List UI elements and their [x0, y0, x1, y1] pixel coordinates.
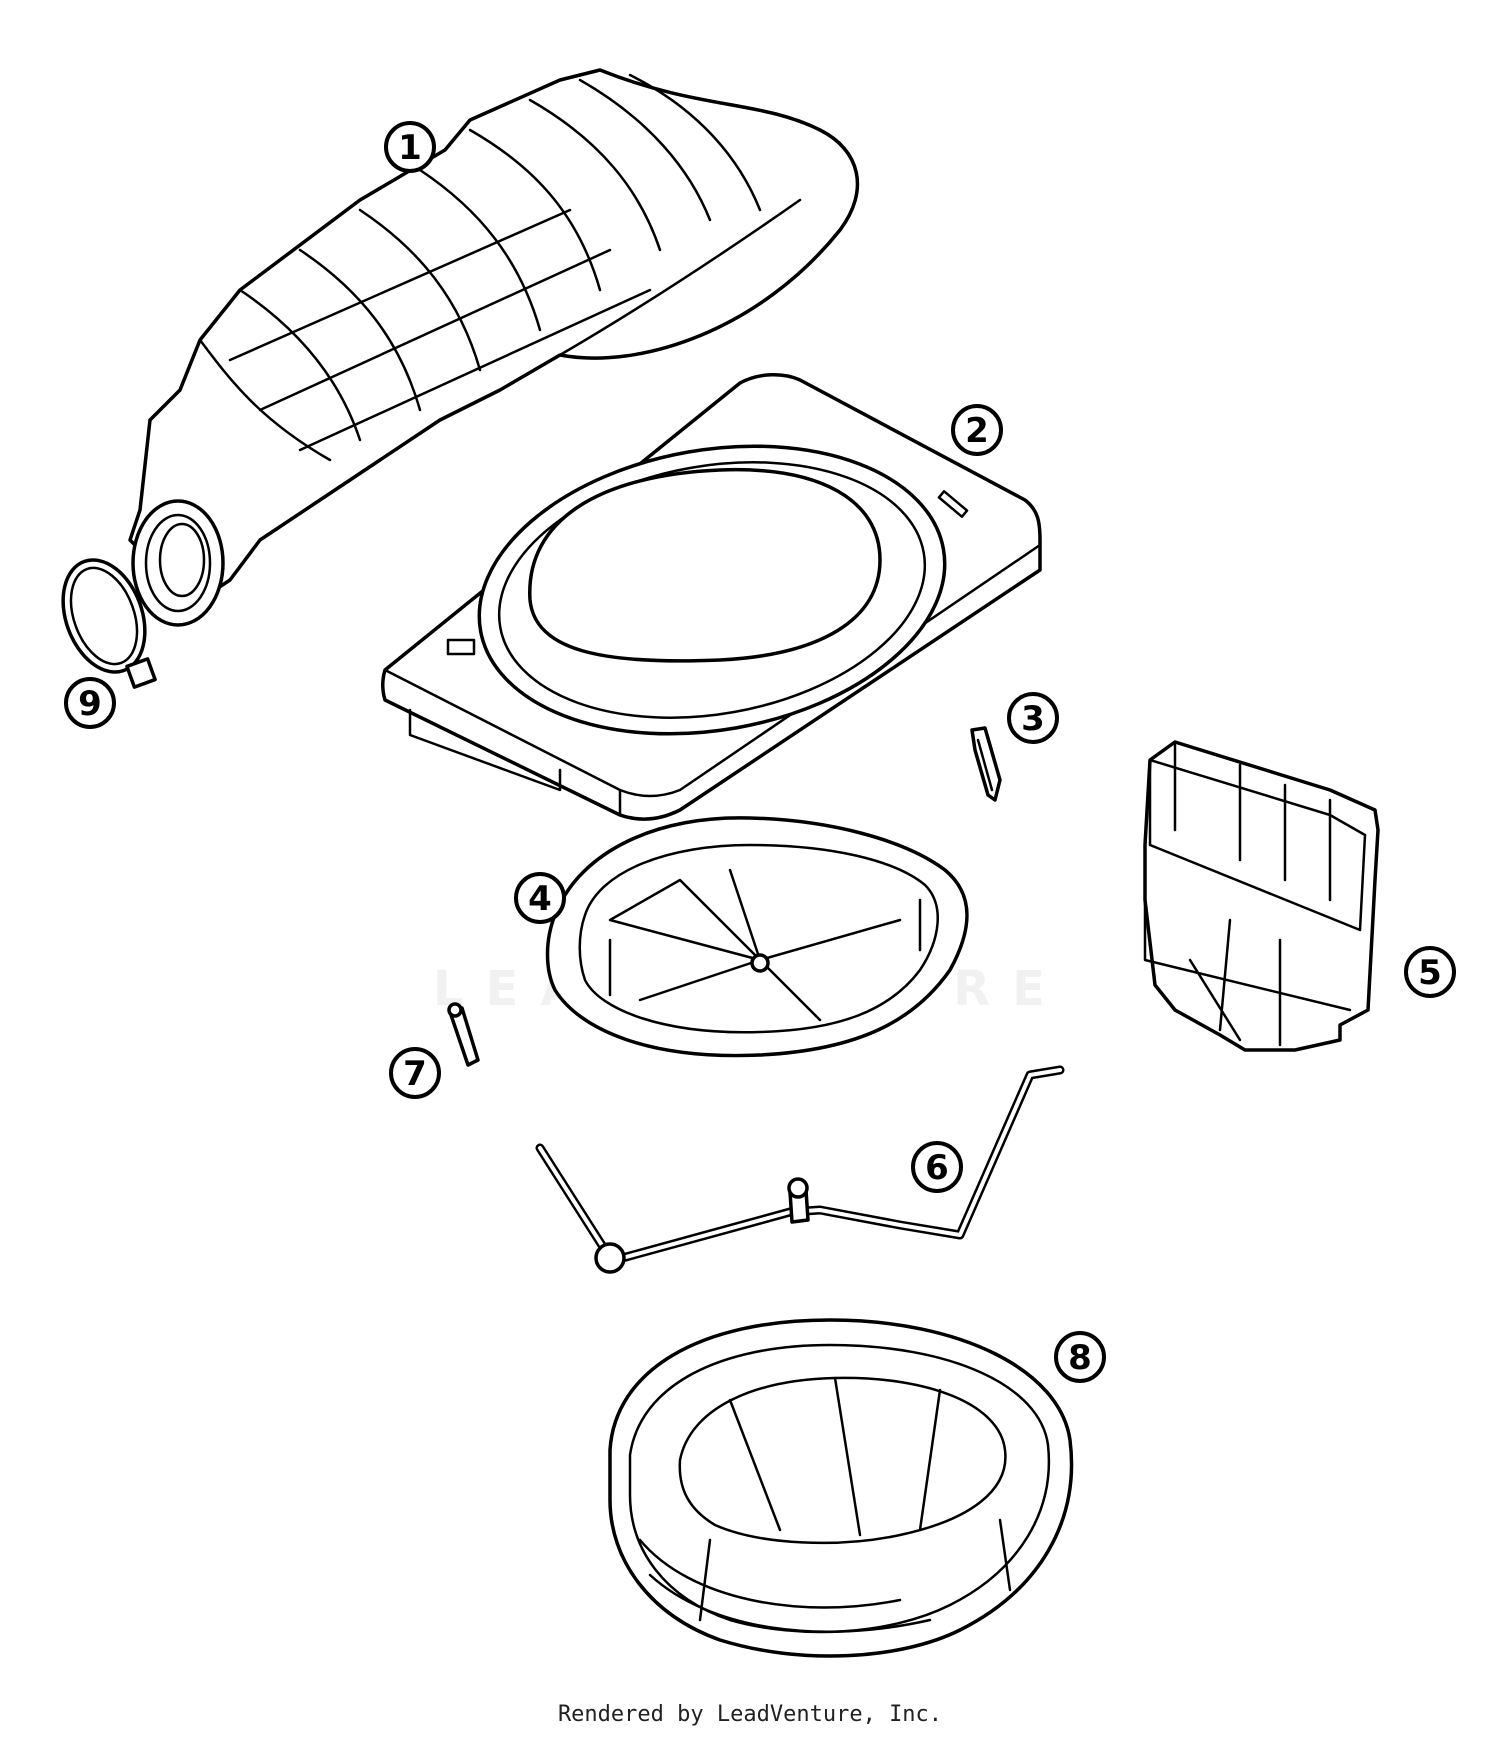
callout-8: 8	[1054, 1331, 1106, 1383]
footer-credit: Rendered by LeadVenture, Inc.	[557, 1702, 943, 1727]
part-2-filter-cover	[381, 372, 1042, 821]
svg-text:8: 8	[1068, 1338, 1092, 1378]
part-4-filter-cage	[545, 816, 969, 1058]
callout-2: 2	[951, 404, 1003, 456]
svg-text:6: 6	[925, 1148, 949, 1188]
svg-text:2: 2	[965, 411, 989, 451]
part-9-clamp-ring	[61, 558, 157, 689]
callout-4: 4	[514, 872, 566, 924]
svg-text:3: 3	[1021, 699, 1045, 739]
svg-text:7: 7	[403, 1054, 427, 1094]
callout-3: 3	[1007, 692, 1059, 744]
svg-text:5: 5	[1418, 953, 1442, 993]
part-5-baffle-box	[1143, 740, 1380, 1052]
part-1-intake-duct	[128, 68, 860, 627]
parts-diagram: LEADVENTURE	[61, 68, 1456, 1658]
callout-7: 7	[389, 1047, 441, 1099]
callout-1: 1	[384, 121, 436, 173]
svg-text:1: 1	[398, 128, 422, 168]
part-3-clip	[970, 726, 1002, 802]
svg-text:4: 4	[528, 879, 552, 919]
part-6-wire-bail	[535, 1065, 1065, 1274]
callout-5: 5	[1404, 946, 1456, 998]
part-7-pin	[447, 1002, 480, 1067]
part-8-lower-housing	[608, 1318, 1074, 1658]
callout-9: 9	[64, 677, 116, 729]
callout-6: 6	[911, 1141, 963, 1193]
svg-text:9: 9	[78, 684, 102, 724]
